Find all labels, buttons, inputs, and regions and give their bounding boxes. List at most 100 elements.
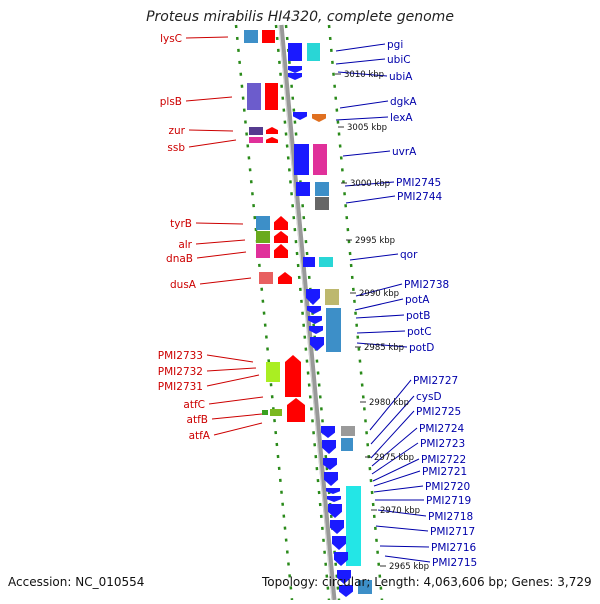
leader-line [335, 58, 386, 65]
gene-block [325, 289, 339, 305]
gene-arrow [309, 326, 323, 334]
leader-line [355, 283, 403, 297]
leader-line [344, 181, 395, 187]
gene-arrow [334, 552, 348, 566]
gene-blocks [244, 30, 372, 597]
leader-line [213, 422, 263, 436]
gene-block [296, 182, 310, 196]
leader-line [371, 442, 419, 475]
gene-block [346, 486, 361, 566]
leader-line [206, 367, 257, 372]
leader-line [354, 298, 404, 311]
gene-label: potD [409, 342, 434, 354]
gene-arrow [266, 127, 278, 134]
gene-label: potA [405, 294, 430, 306]
genome-backbone-highlight [278, 24, 333, 601]
gene-label: PMI2732 [158, 366, 203, 378]
gene-block [266, 362, 280, 382]
gene-block [303, 257, 315, 267]
gene-label: dusA [170, 279, 197, 291]
leader-line [206, 354, 254, 363]
leader-line [208, 396, 264, 405]
leader-line [339, 100, 389, 109]
gene-arrow [285, 355, 301, 397]
gene-label: PMI2733 [158, 350, 203, 362]
leader-line [373, 485, 424, 493]
gene-arrow [312, 114, 326, 122]
gene-block [341, 438, 353, 451]
gene-block [294, 144, 309, 175]
label-layer: lysCplsBzurssbtyrBalrdnaBdusAPMI2733PMI2… [158, 33, 477, 569]
gene-block [262, 30, 275, 43]
gene-label: PMI2725 [416, 406, 461, 418]
gene-arrow [337, 570, 351, 584]
gene-arrow [288, 66, 302, 73]
gene-block [270, 409, 282, 416]
gene-label: dgkA [390, 96, 417, 108]
gene-label: dnaB [166, 253, 193, 265]
gene-block [262, 410, 268, 415]
leader-line [195, 222, 244, 225]
gene-label: lexA [390, 112, 413, 124]
gene-label: PMI2738 [404, 279, 449, 291]
gene-block [249, 127, 263, 135]
scale-tick-label: 3005 kbp [347, 123, 387, 133]
scale-tick-label: 2990 kbp [359, 289, 399, 299]
gene-label: plsB [160, 96, 182, 108]
gene-arrow [328, 504, 342, 518]
gene-arrow [306, 289, 320, 305]
gene-block [244, 30, 258, 43]
leader-line [342, 150, 391, 157]
gene-label: potC [407, 326, 432, 338]
scale-tick-label: 3000 kbp [350, 179, 390, 189]
leader-line [377, 509, 427, 517]
gene-arrow [327, 496, 341, 502]
gene-label: PMI2722 [421, 454, 466, 466]
leader-line [345, 195, 396, 204]
gene-arrow [339, 585, 353, 597]
gene-arrow [274, 216, 288, 230]
gene-label: uvrA [392, 146, 417, 158]
gene-label: PMI2744 [397, 191, 443, 203]
gene-label: lysC [160, 33, 182, 45]
leader-line [370, 395, 415, 445]
gene-block [326, 308, 341, 352]
gene-arrow [330, 520, 344, 534]
gene-label: PMI2721 [422, 466, 467, 478]
gene-arrow [266, 137, 278, 143]
leader-line [379, 545, 430, 548]
gene-label: cysD [416, 391, 442, 403]
gene-block [358, 580, 372, 594]
leader-line [185, 96, 233, 102]
gene-block [259, 272, 273, 284]
topology-info: Topology: circular; Length: 4,063,606 bp… [262, 575, 592, 589]
gene-label: atfA [189, 430, 211, 442]
gene-arrow [308, 316, 322, 324]
leader-line [371, 427, 418, 467]
gene-arrow [310, 337, 324, 351]
gene-block [341, 426, 355, 436]
gene-block [256, 244, 270, 258]
leader-line [369, 379, 412, 431]
leader-line [188, 129, 234, 132]
gene-label: qor [400, 249, 418, 261]
genome-backbone [278, 24, 337, 601]
leader-line [185, 36, 229, 39]
gene-arrow [332, 536, 346, 550]
gene-arrow [321, 426, 335, 438]
gene-label: potB [406, 310, 430, 322]
leader-line [337, 71, 388, 77]
gene-label: PMI2716 [431, 542, 477, 554]
gene-label: PMI2724 [419, 423, 465, 435]
gene-block [315, 182, 329, 196]
gene-block [315, 197, 329, 210]
gene-arrow [274, 244, 288, 258]
gene-label: PMI2731 [158, 381, 203, 393]
gene-label: tyrB [170, 218, 192, 230]
leader-line [206, 374, 260, 387]
scale-tick-label: 2985 kbp [364, 343, 404, 353]
gene-label: PMI2717 [430, 526, 475, 538]
gene-label: PMI2723 [420, 438, 465, 450]
